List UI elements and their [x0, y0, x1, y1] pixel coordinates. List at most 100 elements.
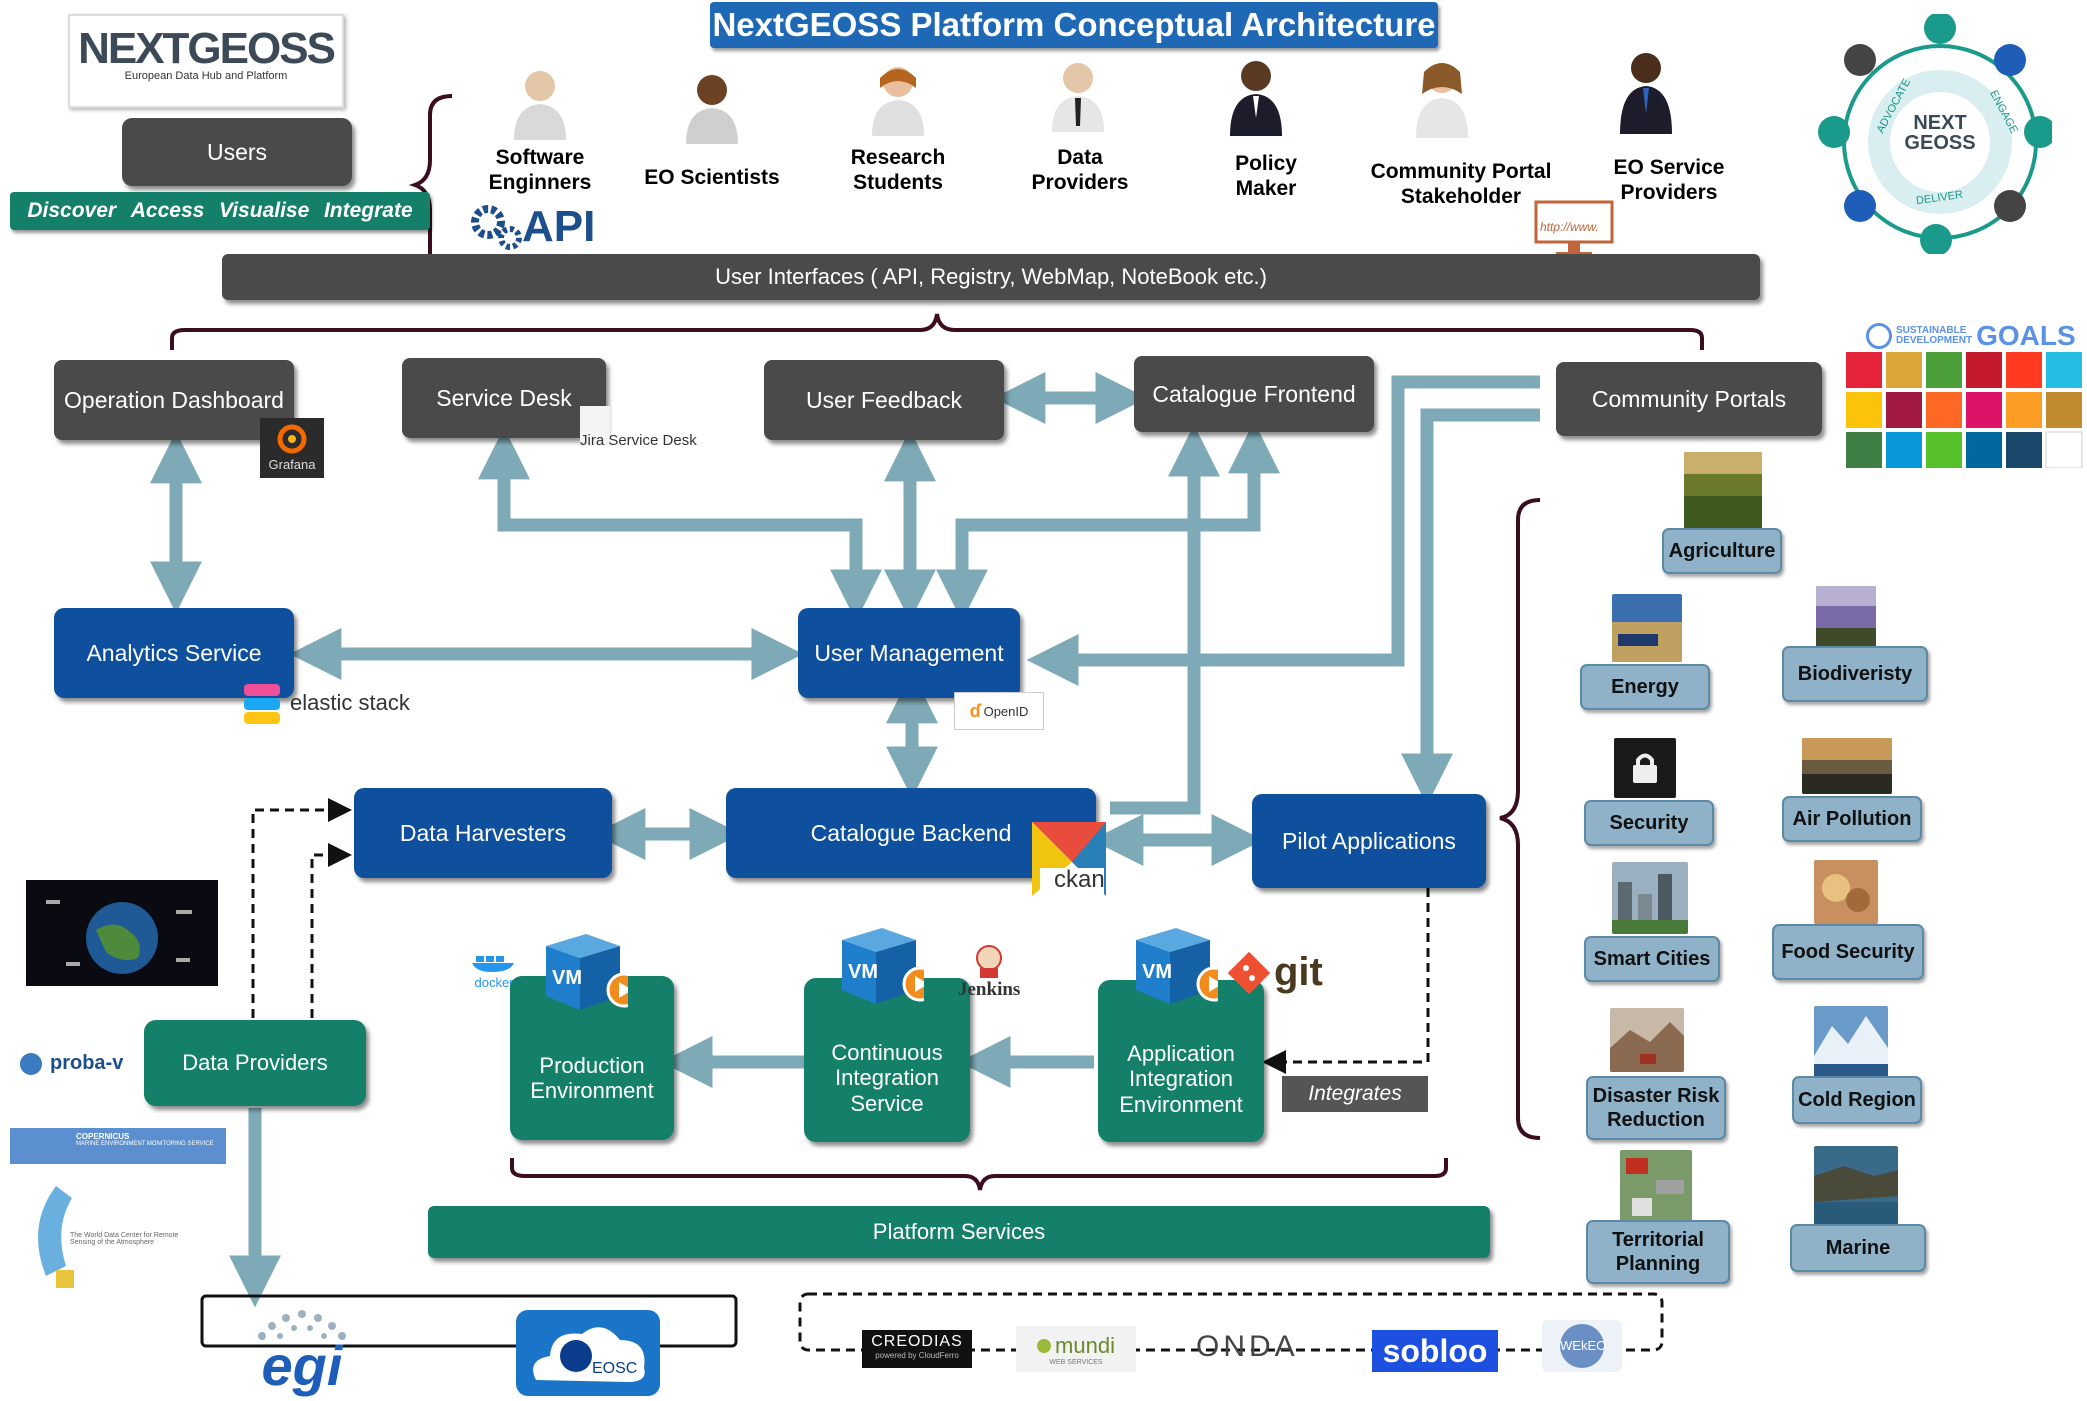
- security-photo: [1614, 738, 1676, 798]
- ckan-icon: [1032, 822, 1106, 896]
- application-integration-environment: Application Integration Environment: [1098, 980, 1264, 1142]
- nextgeoss-logo-name: NEXTGEOSS: [78, 24, 336, 73]
- person-icon-data-provider: [1048, 60, 1108, 137]
- openid-logo: ɗ OpenID: [954, 692, 1044, 730]
- mundi-label: mundi: [1055, 1332, 1115, 1358]
- wekeo-logo: WEkEO: [1542, 1320, 1622, 1372]
- food-icon: [1994, 190, 2026, 222]
- person-icon-community-stakeholder: [1412, 60, 1472, 143]
- jira-logo: [580, 406, 610, 446]
- wdc-disc-icon: [38, 1186, 74, 1288]
- person-icon-policy-maker: [1226, 58, 1286, 141]
- jenkins-label: Jenkins: [958, 979, 1021, 1000]
- mundi-icon: [1037, 1338, 1052, 1353]
- theme-security: Security: [1584, 800, 1714, 846]
- eosc-cloud-icon: [533, 1327, 645, 1382]
- theme-agriculture: Agriculture: [1662, 528, 1782, 574]
- home-icon: [1818, 116, 1850, 148]
- cycle-center-line2: GEOSS: [1904, 132, 1976, 154]
- person-icon-research-student: [868, 64, 928, 141]
- integrates-label: Integrates: [1282, 1076, 1428, 1112]
- copernicus-subtitle: MARINE ENVIRONMENT MONITORING SERVICE: [76, 1141, 214, 1147]
- service-desk: Service Desk: [402, 358, 606, 438]
- openid-icon: ɗ: [969, 700, 981, 721]
- catalogue-frontend: Catalogue Frontend: [1134, 356, 1374, 432]
- docker-label: docker: [474, 975, 514, 990]
- theme-food-security: Food Security: [1772, 924, 1924, 980]
- git-logo: git: [1228, 950, 1323, 995]
- users-box: Users: [122, 118, 352, 186]
- pilot-applications: Pilot Applications: [1252, 794, 1486, 888]
- egi-label: egi: [261, 1334, 343, 1397]
- action-visualise: Visualise: [219, 199, 310, 222]
- eosc-label: EOSC: [592, 1360, 638, 1377]
- person-icon-eo-service-provider: [1616, 50, 1676, 139]
- air-pollution-photo: [1802, 738, 1892, 794]
- action-access: Access: [130, 199, 205, 222]
- food-security-photo: [1814, 860, 1878, 924]
- community-portals: Community Portals: [1556, 362, 1822, 436]
- git-label: git: [1274, 950, 1323, 994]
- person-icon-software: [510, 68, 570, 145]
- creodias-label: CREODIAS: [871, 1333, 963, 1350]
- git-icon: [1228, 951, 1270, 994]
- user-policy-maker: Policy Maker: [1235, 152, 1297, 200]
- elastic-icon: [244, 684, 280, 729]
- action-integrate: Integrate: [323, 199, 413, 222]
- mundi-logo: mundi WEB SERVICES: [1016, 1326, 1136, 1372]
- warning-icon: [1994, 44, 2026, 76]
- probav-icon: [20, 1052, 42, 1075]
- creodias-logo: CREODIAS powered by CloudFerro: [862, 1330, 972, 1368]
- marine-photo: [1814, 1146, 1898, 1228]
- wekeo-label: WEkEO: [1560, 1324, 1606, 1368]
- action-discover: Discover: [27, 199, 117, 222]
- operation-dashboard: Operation Dashboard: [54, 360, 294, 440]
- jenkins-logo: Jenkins: [958, 944, 1020, 1001]
- truck-icon: [1920, 224, 1952, 256]
- un-emblem-icon: [1866, 323, 1892, 349]
- territorial-planning-photo: [1620, 1150, 1692, 1222]
- user-eo-service-providers: EO Service Providers: [1613, 156, 1725, 204]
- data-harvesters: Data Harvesters: [354, 788, 612, 878]
- docker-icon: [472, 956, 514, 972]
- sobloo-logo: sobloo: [1372, 1330, 1498, 1372]
- bird-icon: [1924, 12, 1956, 44]
- theme-energy: Energy: [1580, 664, 1710, 710]
- user-community-portal-stakeholder: Community Portal Stakeholder: [1370, 160, 1552, 208]
- egi-logo: egi: [240, 1304, 364, 1397]
- user-research-students: Research Students: [850, 146, 946, 194]
- grafana-label: Grafana: [268, 457, 316, 472]
- probav-label: proba-v: [50, 1052, 124, 1074]
- user-data-providers: Data Providers: [1031, 146, 1129, 194]
- platform-services-bar: Platform Services: [428, 1206, 1490, 1258]
- theme-cold-region: Cold Region: [1792, 1076, 1922, 1124]
- catalogue-backend: Catalogue Backend: [726, 788, 1096, 878]
- nextgeoss-logo-subtitle: European Data Hub and Platform: [124, 70, 288, 82]
- theme-smart-cities: Smart Cities: [1584, 936, 1720, 982]
- theme-biodiversity: Biodiveristy: [1782, 646, 1928, 702]
- mundi-sublabel: WEB SERVICES: [1049, 1358, 1103, 1366]
- user-management: User Management: [798, 608, 1020, 698]
- ckan-logo: ckan: [1032, 822, 1106, 896]
- users-brace: [408, 94, 453, 278]
- grafana-logo: Grafana: [260, 418, 324, 478]
- smart-cities-photo: [1612, 862, 1688, 934]
- user-software-engineers: Software Enginners: [488, 146, 592, 194]
- data-providers: Data Providers: [144, 1020, 366, 1106]
- sdg-line2: DEVELOPMENT: [1896, 335, 1973, 346]
- grafana-icon: [277, 424, 307, 454]
- user-actions-bar: Discover Access Visualise Integrate: [10, 192, 430, 230]
- page-title: NextGEOSS Platform Conceptual Architectu…: [710, 2, 1438, 48]
- disaster-risk-photo: [1610, 1008, 1684, 1072]
- question-icon: [1844, 190, 1876, 222]
- openid-label: OpenID: [983, 703, 1029, 719]
- wdc-label: The World Data Center for Remote Sensing…: [70, 1232, 179, 1246]
- http-label: http://www.: [1540, 220, 1599, 234]
- jenkins-icon: [976, 945, 1003, 978]
- theme-disaster-risk-reduction: Disaster Risk Reduction: [1586, 1076, 1726, 1140]
- ui-brace: [170, 313, 1704, 350]
- docker-logo: docker: [472, 950, 516, 990]
- cold-region-photo: [1814, 1006, 1888, 1080]
- probav-logo: proba-v: [20, 1052, 123, 1075]
